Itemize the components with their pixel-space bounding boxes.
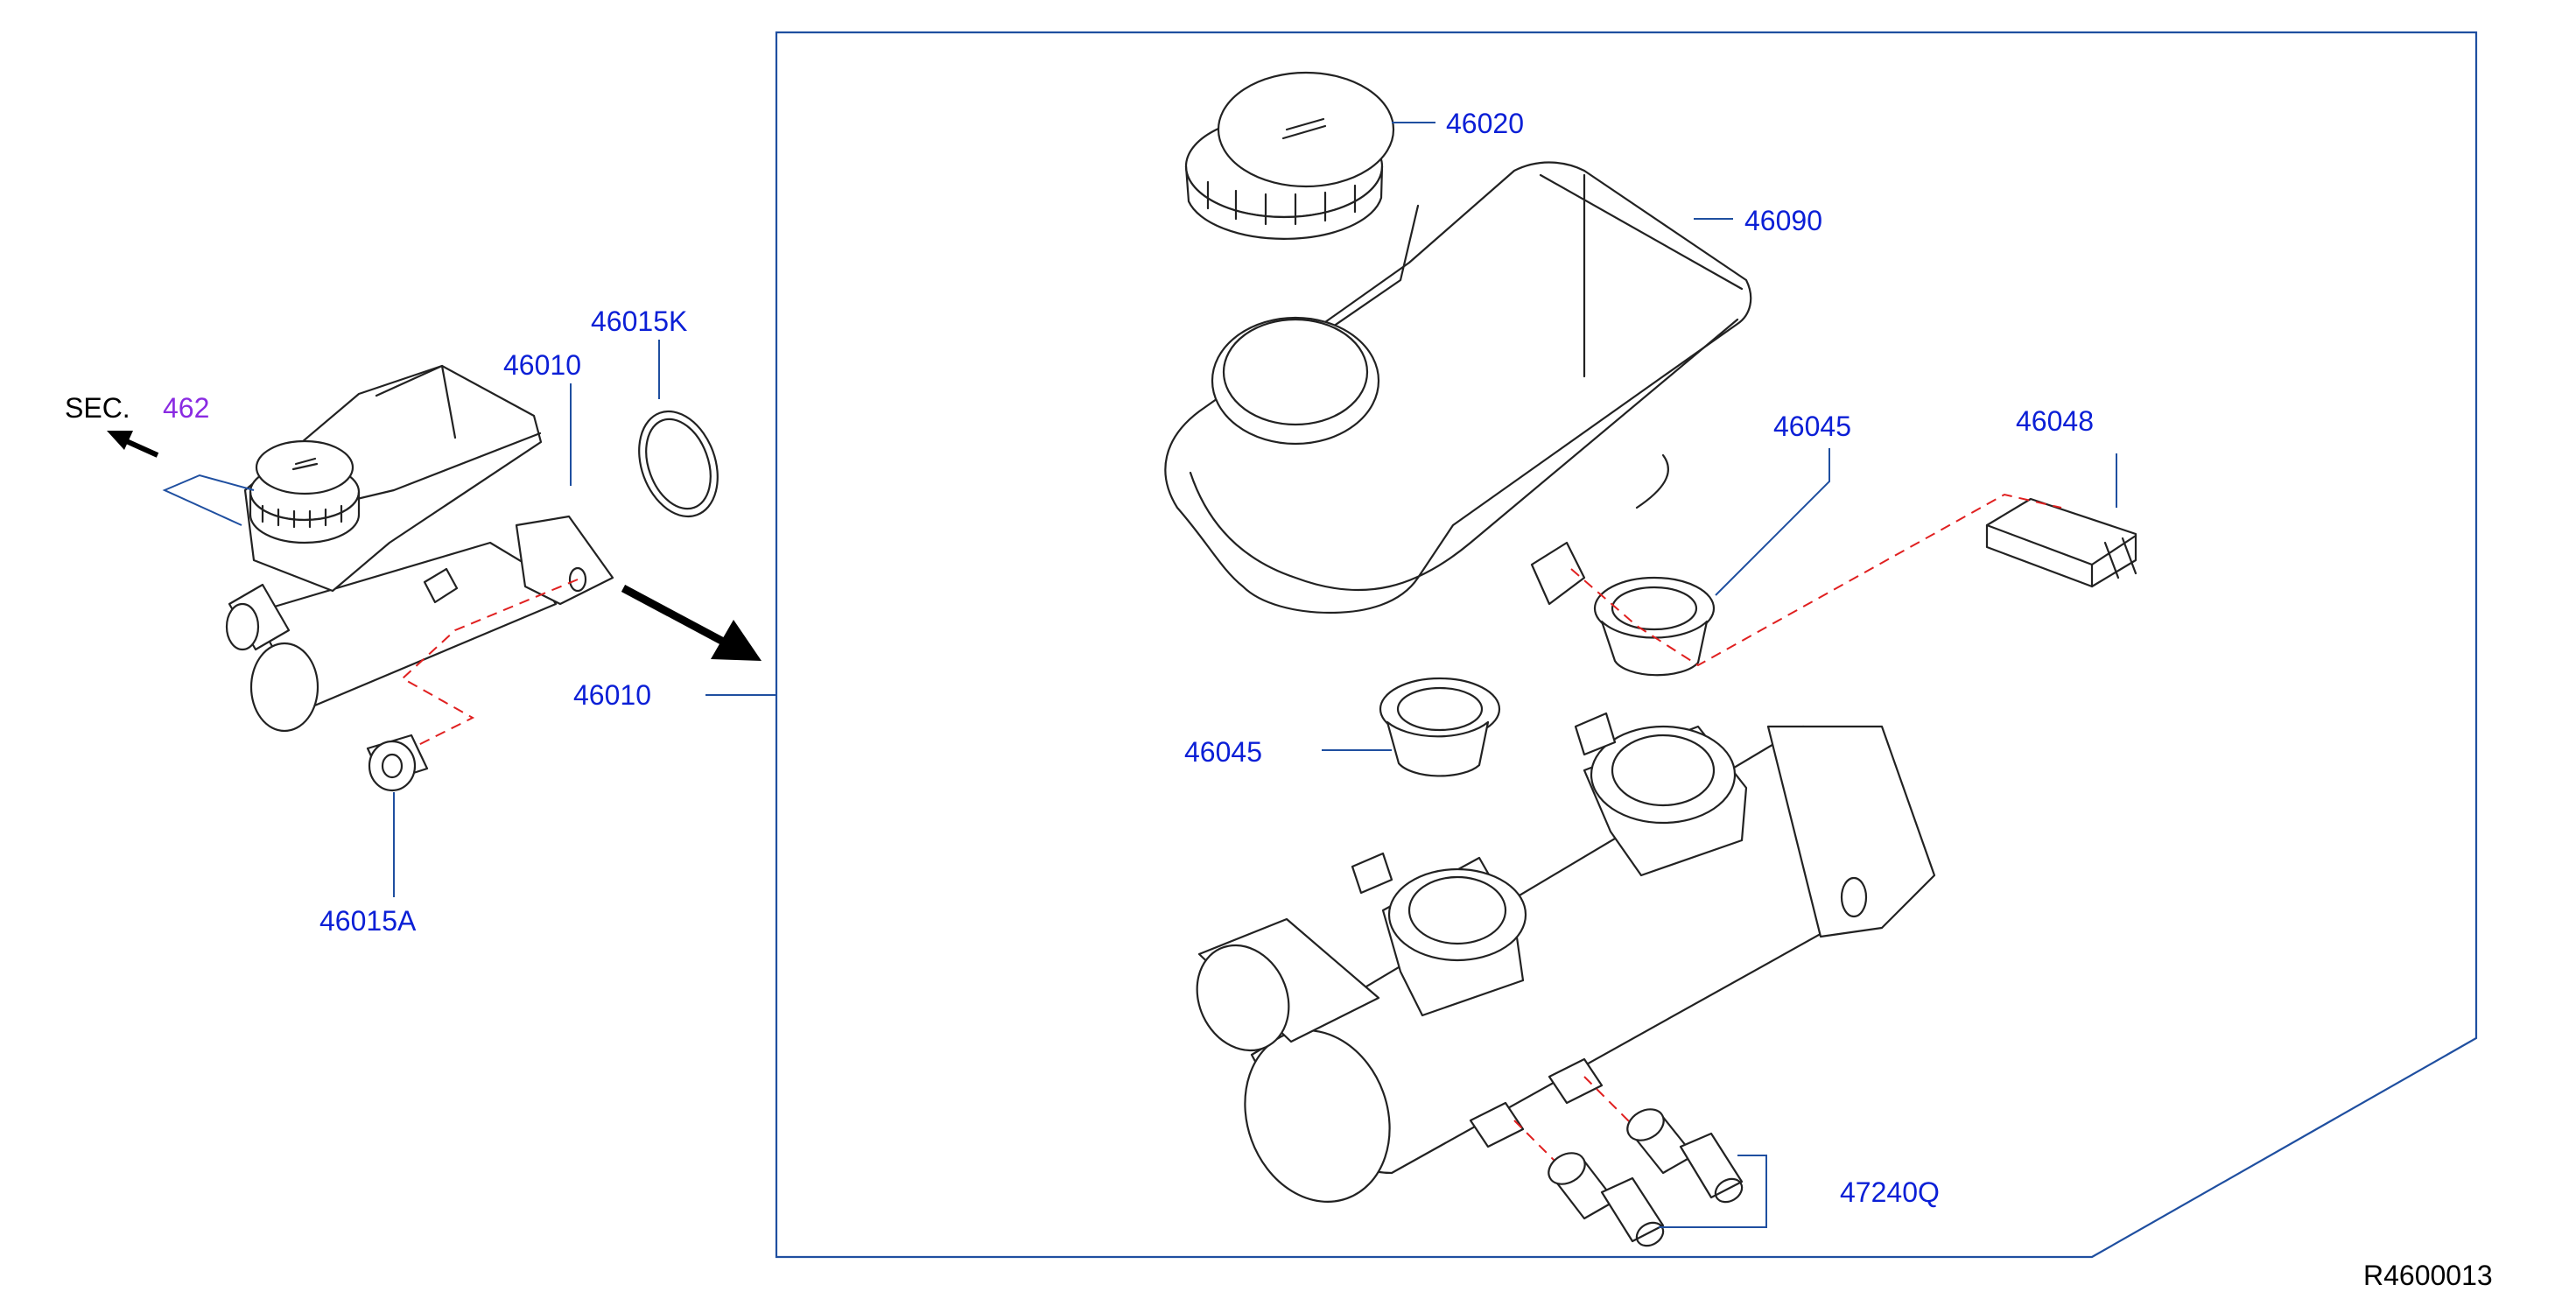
leader-sec — [162, 474, 255, 526]
detail-arrow — [621, 585, 762, 661]
leader-grommet-upper — [1715, 448, 1830, 596]
sec-arrow — [107, 431, 159, 458]
diagram-code: R4600013 — [2363, 1260, 2493, 1291]
valve-part-lower — [1548, 1152, 1665, 1247]
label-overview-o-ring[interactable]: 46015K — [591, 305, 687, 337]
overview-seal — [366, 734, 429, 792]
master-cylinder-part — [1196, 712, 1936, 1203]
overview-hidden-line — [401, 579, 579, 749]
valve-part-upper — [1626, 1108, 1744, 1204]
label-grommet-upper[interactable]: 46045 — [1773, 411, 1851, 442]
label-pin[interactable]: 46048 — [2016, 405, 2094, 437]
detail-hidden-line-c — [1583, 1076, 1651, 1139]
reservoir-tank-part — [1164, 161, 1752, 614]
pin-part — [1985, 497, 2137, 588]
label-reservoir-tank[interactable]: 46090 — [1744, 205, 1822, 236]
label-grommet-lower[interactable]: 46045 — [1184, 736, 1262, 768]
cap-part — [1184, 71, 1395, 240]
sec-number-link[interactable]: 462 — [163, 392, 209, 424]
label-overview-seal[interactable]: 46015A — [319, 905, 417, 937]
overview-assembly — [225, 364, 614, 733]
overview-o-ring — [638, 410, 719, 518]
sec-prefix: SEC. — [65, 392, 130, 424]
label-valve[interactable]: 47240Q — [1840, 1176, 1940, 1208]
leader-valve — [1659, 1155, 1767, 1228]
detail-frame — [775, 31, 2478, 1259]
label-cap[interactable]: 46020 — [1446, 108, 1524, 139]
label-detail-master-cylinder[interactable]: 46010 — [573, 679, 651, 711]
grommet-lower-part — [1379, 677, 1501, 777]
detail-hidden-line-a — [1570, 493, 2062, 667]
grommet-upper-part — [1593, 576, 1716, 677]
label-overview-master-cylinder[interactable]: 46010 — [503, 349, 581, 381]
